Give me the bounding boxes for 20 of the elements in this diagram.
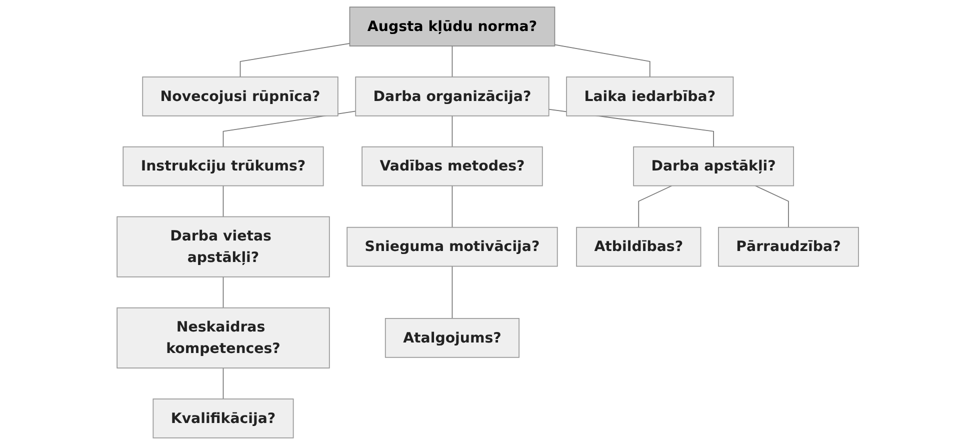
connector (222, 185, 224, 218)
node-box: Laika iedarbība? (566, 76, 734, 116)
node-box: Atbildības? (576, 226, 701, 267)
node-box: Instrukciju trūkums? (122, 146, 324, 186)
node-box: Novecojusi rūpnīca? (142, 76, 338, 116)
node-box: Augsta kļūdu norma? (349, 6, 555, 46)
connector (222, 276, 224, 308)
node-box: Vadības metodes? (361, 146, 543, 186)
node-box: Darba vietas apstākļi? (116, 216, 330, 278)
node-box: Darba organizācija? (354, 76, 549, 116)
node-box: Pārraudzība? (718, 226, 859, 267)
connector (222, 368, 224, 400)
node-box: Darba apstākļi? (632, 146, 794, 186)
connector (240, 43, 350, 78)
node-box: Neskaidras kompetences? (116, 307, 330, 368)
node-box: Kvalifikācija? (152, 398, 294, 438)
node-box: Atalgojums? (384, 318, 520, 358)
node-box: Snieguma motivācija? (346, 226, 558, 267)
connector (554, 44, 650, 78)
connector (222, 110, 356, 148)
